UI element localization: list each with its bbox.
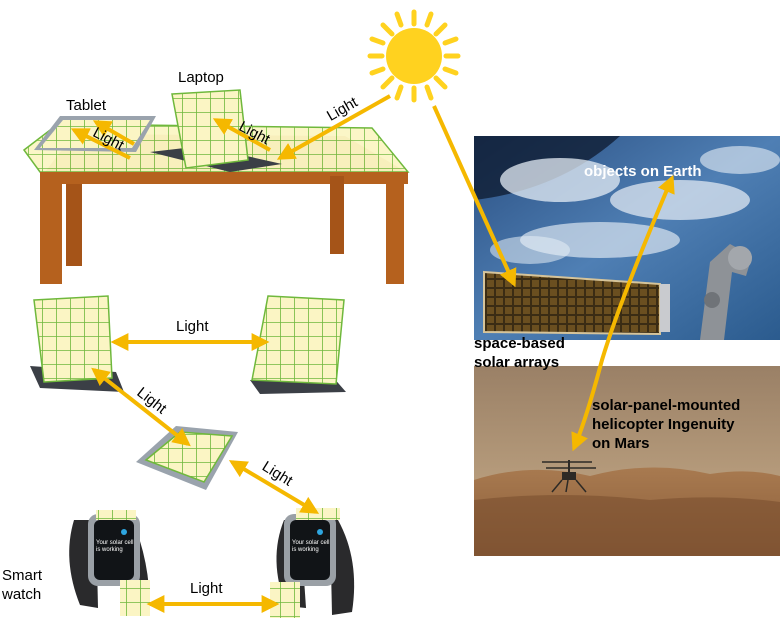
arrow-tablet-panel-1 bbox=[70, 128, 131, 160]
robotic-arm bbox=[700, 244, 752, 340]
space-based-arrays-label: space-based solar arrays bbox=[474, 334, 565, 372]
laptop-label: Laptop bbox=[178, 69, 224, 86]
tablet-middle bbox=[136, 426, 238, 490]
arrow-laptop-panel bbox=[212, 118, 271, 152]
arrow-sun-to-solar-array bbox=[432, 105, 517, 288]
mars-photo bbox=[474, 366, 780, 556]
watch-screen-line1-right: Your solar cell bbox=[292, 540, 330, 546]
smart-watch-label: Smart watch bbox=[2, 566, 42, 604]
light-arrows bbox=[70, 94, 675, 613]
ingenuity-line3: on Mars bbox=[592, 435, 650, 452]
helicopter-icon bbox=[542, 460, 596, 493]
arrow-label-watch-to-watch: Light bbox=[190, 580, 223, 597]
laptop-on-table bbox=[150, 89, 282, 172]
smart-watch-label-line1: Smart bbox=[2, 567, 43, 584]
watch-screen-text-right: Your solar cell is working bbox=[292, 540, 329, 554]
ingenuity-label: solar-panel-mounted helicopter Ingenuity… bbox=[592, 396, 740, 453]
laptop-left bbox=[30, 295, 124, 392]
arrow-sun-to-laptop bbox=[276, 94, 391, 160]
smart-watch-label-line2: watch bbox=[2, 586, 42, 603]
arrow-tablet-panel-2 bbox=[92, 120, 136, 146]
smart-watch-left bbox=[69, 510, 150, 616]
sun-icon bbox=[367, 9, 461, 103]
arrow-tablet-to-watch bbox=[228, 460, 320, 514]
ingenuity-line2: helicopter Ingenuity bbox=[592, 416, 735, 433]
arrow-label-laptop-to-laptop: Light bbox=[176, 318, 209, 335]
watch-screen-line2-left: is working bbox=[96, 547, 123, 553]
arrow-laptop-to-tablet bbox=[91, 367, 191, 447]
tablet-label: Tablet bbox=[66, 97, 107, 114]
objects-on-earth-label: objects on Earth bbox=[584, 163, 702, 180]
watch-screen-text-left: Your solar cell is working bbox=[96, 540, 133, 554]
laptop-right bbox=[250, 295, 346, 394]
arrow-earth-to-mars bbox=[571, 174, 675, 452]
smart-watch-right bbox=[270, 508, 355, 618]
space-based-line2: solar arrays bbox=[474, 354, 560, 371]
watch-screen-line1-left: Your solar cell bbox=[96, 540, 134, 546]
watch-screen-line2-right: is working bbox=[292, 547, 319, 553]
ingenuity-line1: solar-panel-mounted bbox=[592, 397, 741, 414]
space-based-line1: space-based bbox=[474, 335, 565, 352]
